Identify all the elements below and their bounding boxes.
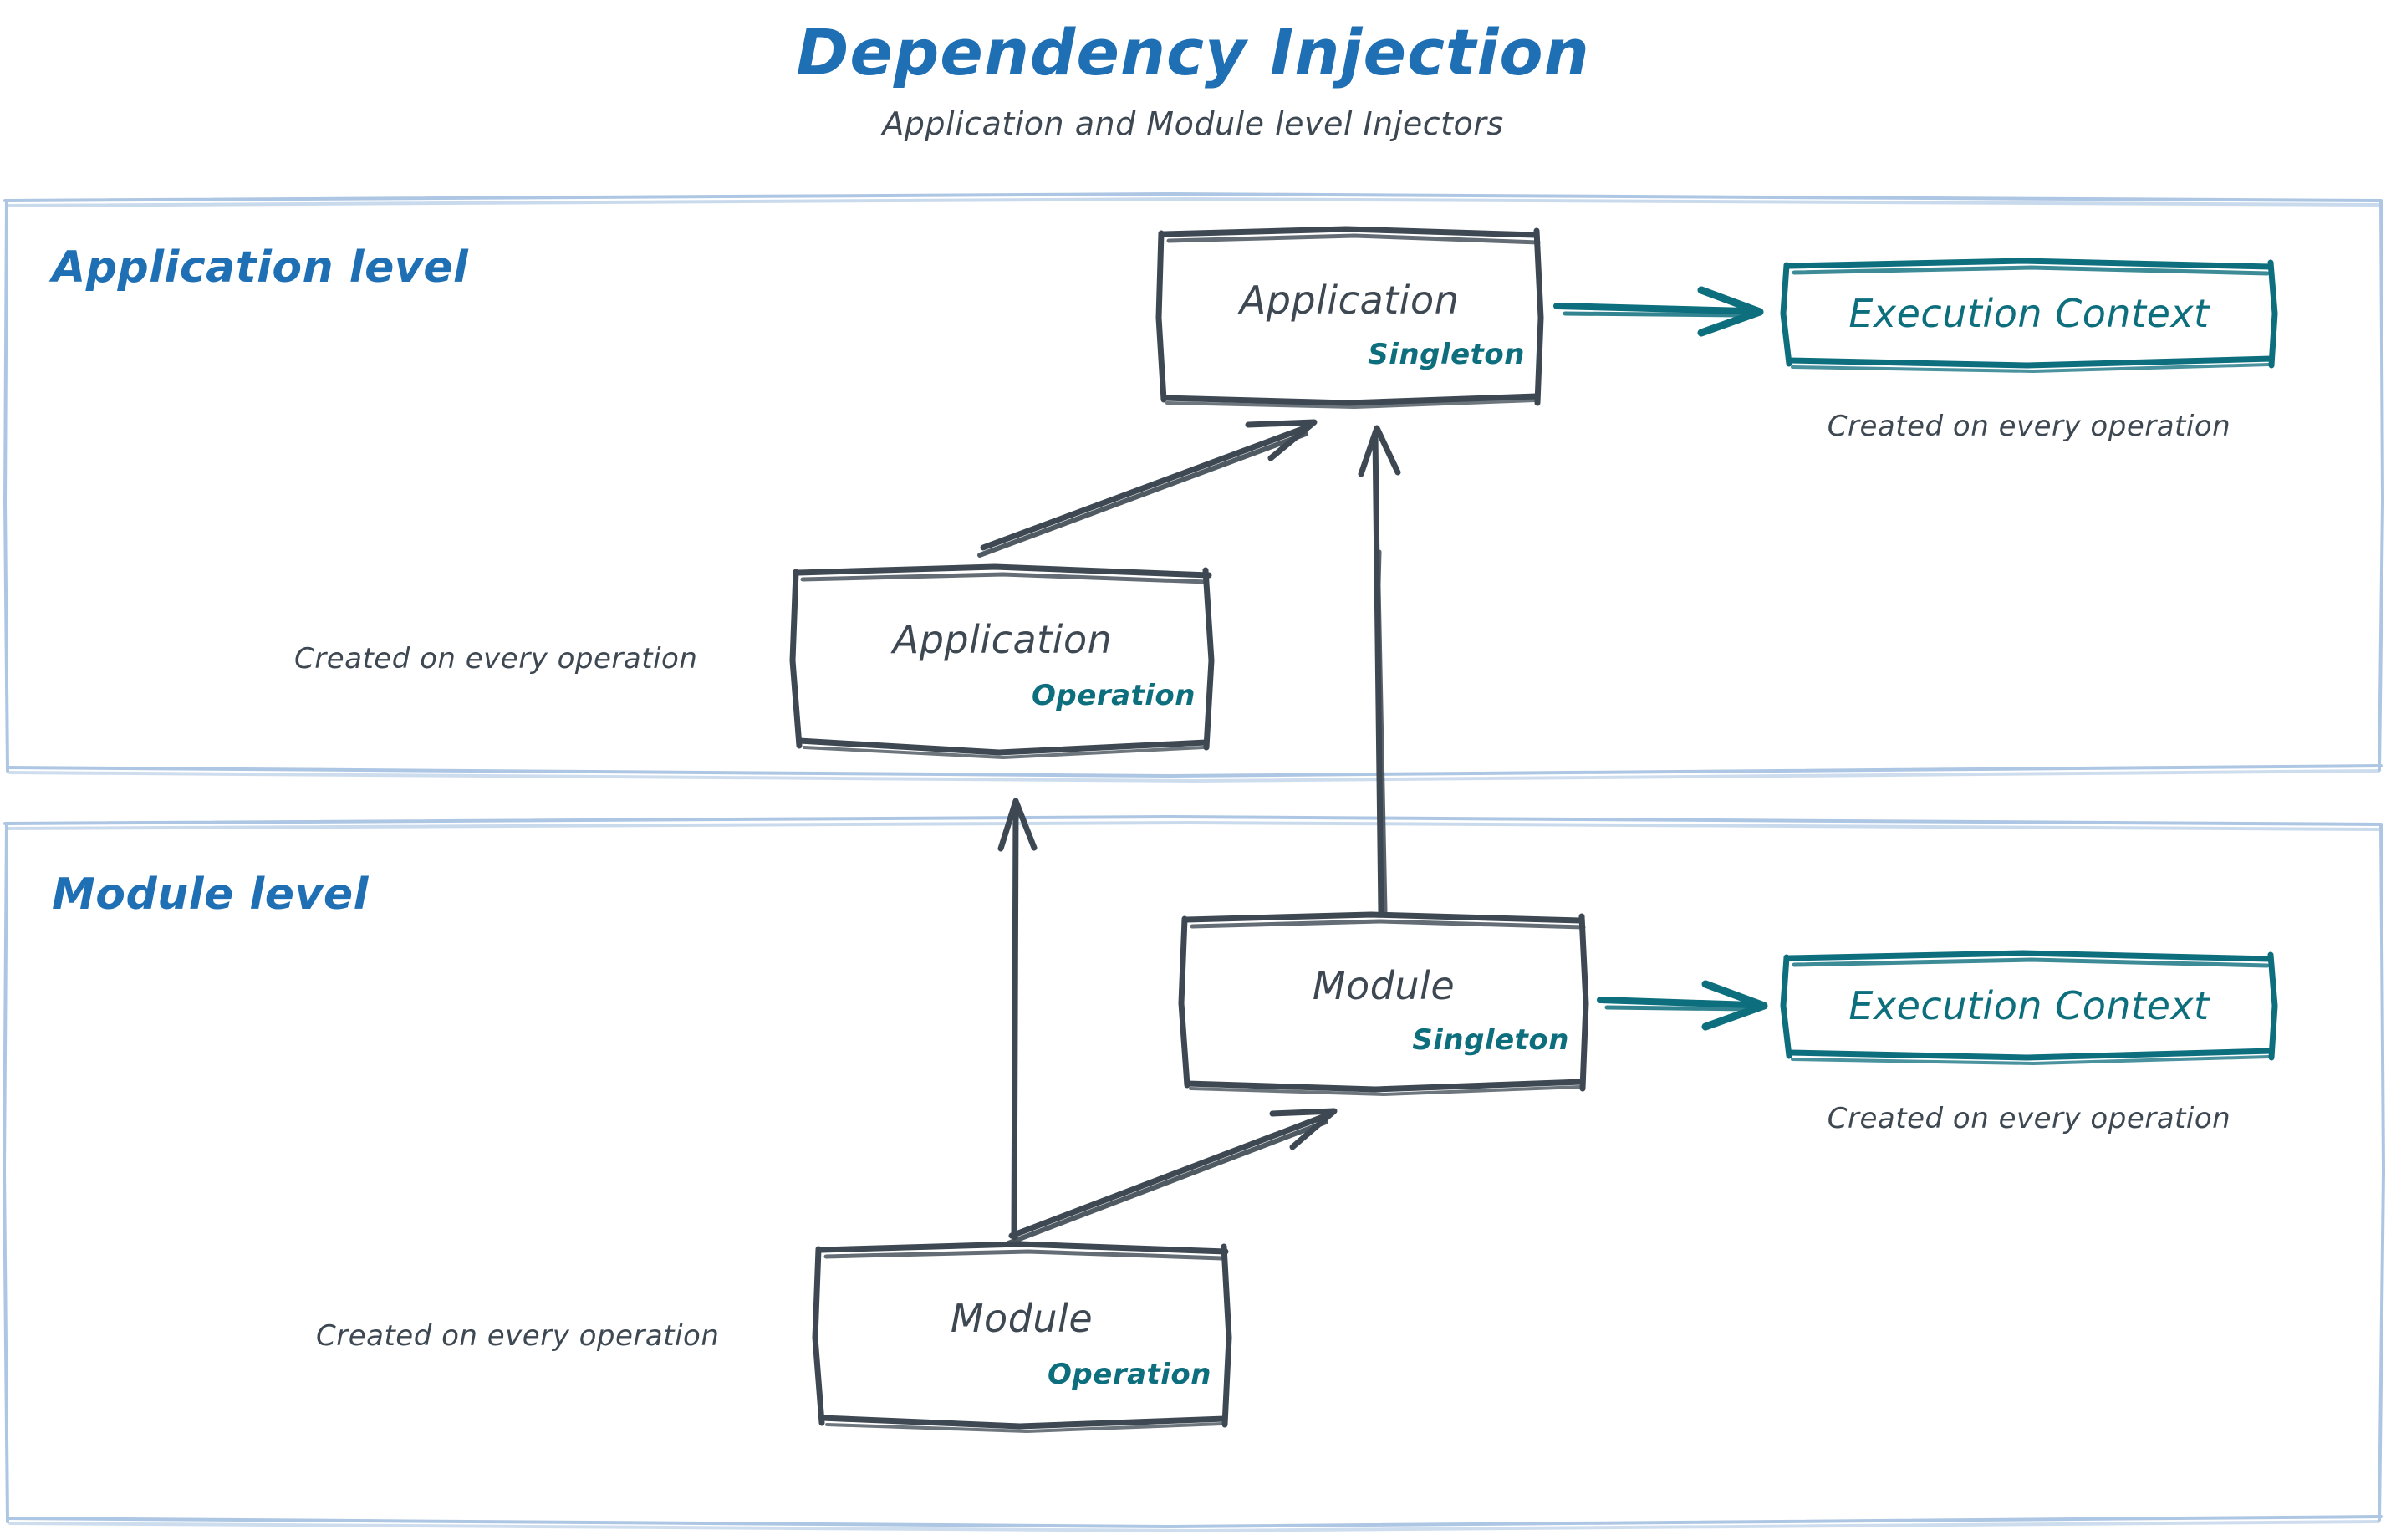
node-scope-module-singleton: Singleton	[1412, 1023, 1569, 1057]
node-scope-module-operation: Operation	[1048, 1358, 1211, 1391]
context-execution-context-application[interactable]: Execution Context	[1785, 263, 2273, 365]
node-module-singleton[interactable]: Module Singleton	[1183, 916, 1584, 1090]
caption-execution-context-module: Created on every operation	[1827, 1102, 2231, 1135]
lane-label-application-level: Application level	[52, 242, 469, 293]
context-title-execution-context-module: Execution Context	[1848, 983, 2210, 1028]
lane-label-module-level: Module level	[52, 869, 369, 920]
context-execution-context-module[interactable]: Execution Context	[1785, 955, 2273, 1057]
caption-execution-context-application: Created on every operation	[1827, 410, 2231, 443]
node-title-module-operation: Module	[950, 1296, 1094, 1341]
arrow-module-operation-to-module-singleton	[1006, 1108, 1338, 1246]
node-title-application-singleton: Application	[1239, 278, 1460, 323]
node-scope-application-singleton: Singleton	[1368, 338, 1525, 371]
node-module-operation[interactable]: Module Operation	[817, 1247, 1226, 1428]
context-title-execution-context-application: Execution Context	[1848, 291, 2210, 336]
node-title-application-operation: Application	[892, 617, 1113, 662]
node-title-module-singleton: Module	[1312, 963, 1456, 1008]
note-module-operation: Created on every operation	[316, 1319, 720, 1353]
page-title: Dependency Injection	[796, 15, 1590, 89]
arrow-module-operation-to-app-operation	[997, 798, 1038, 1241]
arrow-app-operation-to-app-singleton	[977, 419, 1318, 558]
node-application-singleton[interactable]: Application Singleton	[1159, 231, 1540, 405]
arrow-module-singleton-to-app-singleton	[1358, 425, 1401, 916]
arrow-module-singleton-to-execution-context	[1597, 980, 1768, 1031]
note-application-operation: Created on every operation	[294, 642, 698, 676]
arrow-app-singleton-to-execution-context	[1553, 286, 1764, 337]
node-scope-application-operation: Operation	[1032, 679, 1196, 712]
node-application-operation[interactable]: Application Operation	[794, 570, 1211, 752]
page-subtitle: Application and Module level Injectors	[882, 105, 1504, 142]
